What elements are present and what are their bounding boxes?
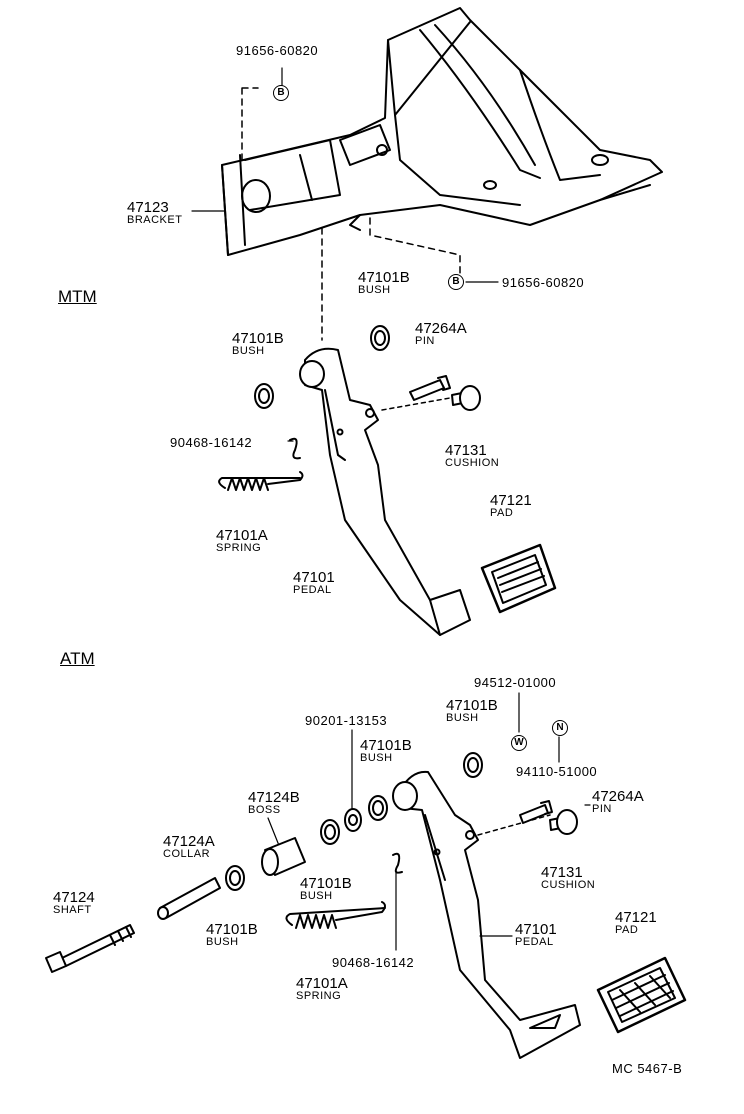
atm-pedal-name: PEDAL (515, 936, 554, 948)
atm-collar (157, 877, 221, 920)
atm-spring-name: SPRING (296, 990, 342, 1002)
atm-cushion (549, 809, 578, 835)
mtm-bolt-top-part-number: 91656-60820 (236, 43, 319, 58)
mtm-bush-right-name: BUSH (358, 284, 391, 296)
atm-pedal-part-number: 47101 (515, 921, 557, 938)
atm-cushion-name: CUSHION (541, 879, 596, 891)
mtm-clip (289, 437, 301, 460)
atm-bush1-name: BUSH (446, 712, 479, 724)
mtm-pad-part-number: 47121 (490, 492, 532, 509)
atm-washer-symbol: W (511, 735, 527, 751)
mtm-pedal-drawing (299, 347, 471, 636)
atm-pin (519, 800, 553, 824)
mtm-clip-part-number: 90468-16142 (170, 435, 253, 450)
mtm-spring (218, 471, 304, 491)
atm-spacer (344, 808, 362, 832)
atm-nut-part-number: 94110-51000 (516, 764, 598, 779)
mtm-bolt-right-symbol: B (448, 274, 464, 290)
mtm-pad-name: PAD (490, 507, 514, 519)
atm-bushes (225, 752, 483, 891)
bracket-name: BRACKET (127, 214, 183, 226)
atm-pedal-drawing (392, 770, 581, 1059)
atm-bush3-name: BUSH (300, 890, 333, 902)
mtm-pedal-part-number: 47101 (293, 569, 335, 586)
mtm-cushion (451, 385, 481, 411)
atm-pin-part-number: 47264A (592, 788, 644, 805)
mtm-bushes (254, 325, 390, 409)
diagram-code: MC 5467-B (612, 1061, 683, 1076)
mtm-bolt-right-part-number: 91656-60820 (502, 275, 585, 290)
mtm-bolt-top-symbol: B (273, 85, 289, 101)
atm-pin-name: PIN (592, 803, 612, 815)
atm-nut-symbol: N (552, 720, 568, 736)
atm-collar-name: COLLAR (163, 848, 211, 860)
section-mtm: MTM (58, 287, 97, 306)
atm-spring (285, 901, 386, 929)
atm-washer-part-number: 94512-01000 (474, 675, 557, 690)
atm-spring-part-number: 47101A (296, 975, 348, 992)
mtm-spring-name: SPRING (216, 542, 262, 554)
atm-pad-part-number: 47121 (615, 909, 657, 926)
atm-shaft-name: SHAFT (53, 904, 92, 916)
atm-collar-part-number: 47124A (163, 833, 215, 850)
atm-boss-name: BOSS (248, 804, 281, 816)
mtm-pin (409, 375, 451, 401)
atm-boss (261, 837, 306, 876)
mtm-pedal-name: PEDAL (293, 584, 332, 596)
atm-bush3-part-number: 47101B (300, 875, 352, 892)
atm-pad-name: PAD (615, 924, 639, 936)
mtm-bush-left-part-number: 47101B (232, 330, 284, 347)
atm-spacer-part-number: 90201-13153 (305, 713, 388, 728)
section-atm: ATM (60, 649, 95, 668)
atm-bush2-part-number: 47101B (360, 737, 412, 754)
atm-bush4-name: BUSH (206, 936, 239, 948)
atm-shaft (45, 924, 135, 973)
mtm-pad (480, 543, 557, 614)
mtm-cushion-part-number: 47131 (445, 442, 487, 459)
mtm-bush-right-part-number: 47101B (358, 269, 410, 286)
atm-clip-part-number: 90468-16142 (332, 955, 415, 970)
atm-bush2-name: BUSH (360, 752, 393, 764)
mtm-spring-part-number: 47101A (216, 527, 268, 544)
atm-bush4-part-number: 47101B (206, 921, 258, 938)
bracket-drawing (221, 7, 663, 256)
atm-cushion-part-number: 47131 (541, 864, 583, 881)
bracket-part-number: 47123 (127, 199, 169, 216)
mtm-bush-left-name: BUSH (232, 345, 265, 357)
mtm-pin-part-number: 47264A (415, 320, 467, 337)
atm-boss-part-number: 47124B (248, 789, 300, 806)
atm-bush1-part-number: 47101B (446, 697, 498, 714)
mtm-pin-name: PIN (415, 335, 435, 347)
atm-pad (596, 956, 687, 1034)
atm-clip (392, 852, 403, 874)
mtm-cushion-name: CUSHION (445, 457, 500, 469)
atm-shaft-part-number: 47124 (53, 889, 95, 906)
